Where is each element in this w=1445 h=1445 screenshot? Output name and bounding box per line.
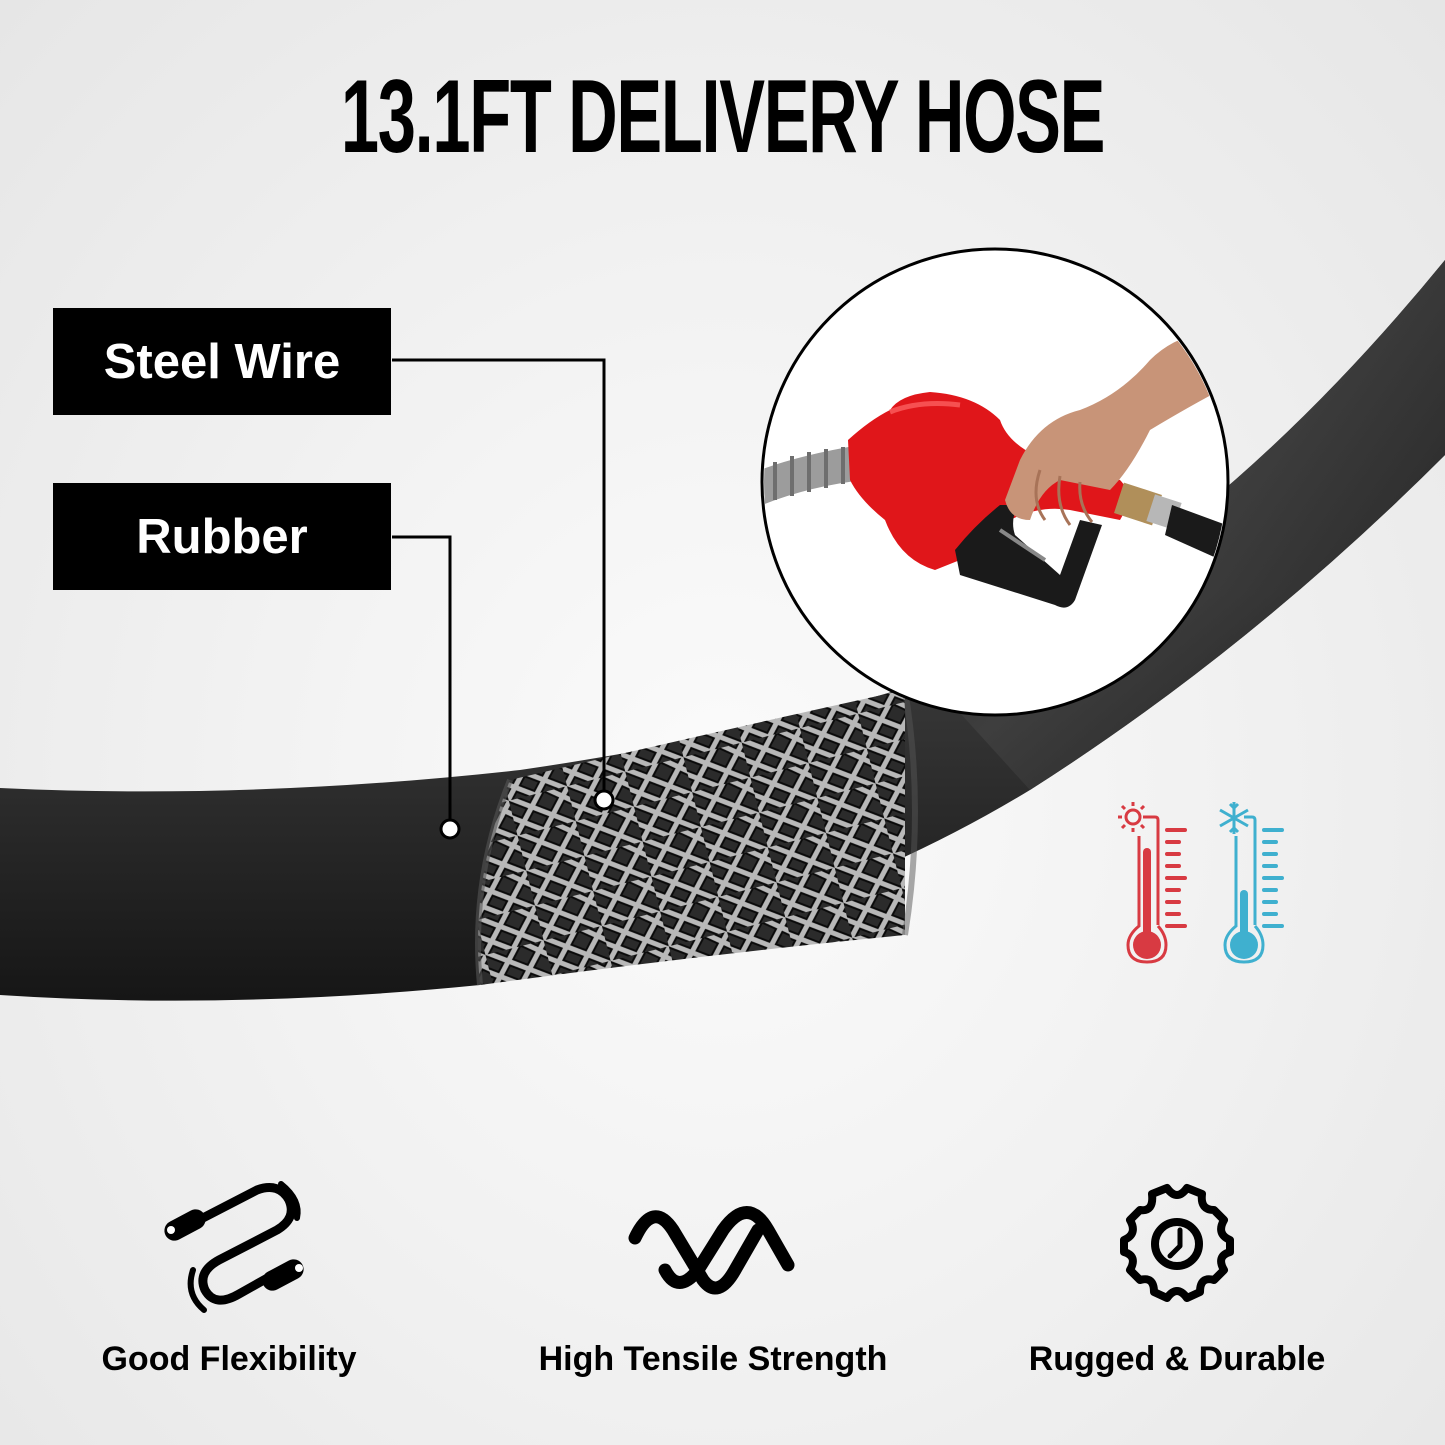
hot-thermometer-icon bbox=[1118, 802, 1187, 964]
features-row: Good Flexibility High Tensile Strength bbox=[0, 1170, 1445, 1410]
feature-rugged-durable: Rugged & Durable bbox=[957, 1170, 1397, 1379]
fuel-nozzle-inset bbox=[760, 247, 1230, 717]
rubber-leader-line bbox=[392, 535, 452, 826]
feature-label: Good Flexibility bbox=[101, 1340, 357, 1378]
rubber-label-text: Rubber bbox=[136, 509, 308, 564]
cold-thermometer-icon bbox=[1219, 802, 1284, 964]
steel-wire-pointer-dot bbox=[593, 789, 615, 811]
steel-wire-leader-line bbox=[392, 358, 606, 798]
rubber-label: Rubber bbox=[53, 483, 391, 590]
tensile-wave-icon bbox=[628, 1206, 795, 1295]
rubber-pointer-dot bbox=[439, 818, 461, 840]
steel-wire-braid bbox=[478, 690, 905, 985]
gear-clock-icon bbox=[1120, 1184, 1234, 1302]
rubber-outer-layer bbox=[0, 260, 1445, 1001]
steel-wire-label: Steel Wire bbox=[53, 308, 391, 415]
fuel-nozzle-photo bbox=[764, 330, 1226, 608]
feature-label: High Tensile Strength bbox=[538, 1340, 888, 1378]
feature-label: Rugged & Durable bbox=[1028, 1340, 1326, 1378]
page-title: 13.1FT DELIVERY HOSE bbox=[340, 59, 1106, 175]
feature-good-flexibility: Good Flexibility bbox=[9, 1170, 449, 1379]
feature-high-tensile-strength: High Tensile Strength bbox=[493, 1170, 933, 1379]
temperature-range-icons bbox=[1110, 790, 1310, 970]
steel-wire-label-text: Steel Wire bbox=[103, 334, 341, 389]
flexible-cable-icon bbox=[164, 1181, 304, 1313]
